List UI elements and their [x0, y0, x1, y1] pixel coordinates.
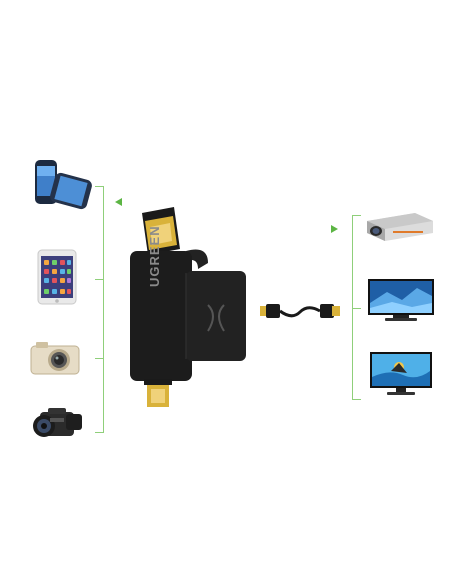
hdmi-cable-icon [260, 304, 340, 318]
camera-icon [30, 342, 80, 375]
monitor-icon [370, 352, 432, 395]
left-arrow-icon [115, 198, 122, 206]
projector-icon [367, 213, 433, 241]
tv-icon [368, 279, 434, 321]
brand-logo: UGREEN [147, 225, 162, 287]
hdmi-adapter [130, 207, 246, 407]
smartphone-icon [35, 160, 92, 210]
tablet-icon [37, 249, 77, 305]
right-arrow-icon [331, 225, 338, 233]
camcorder-icon [33, 408, 82, 437]
